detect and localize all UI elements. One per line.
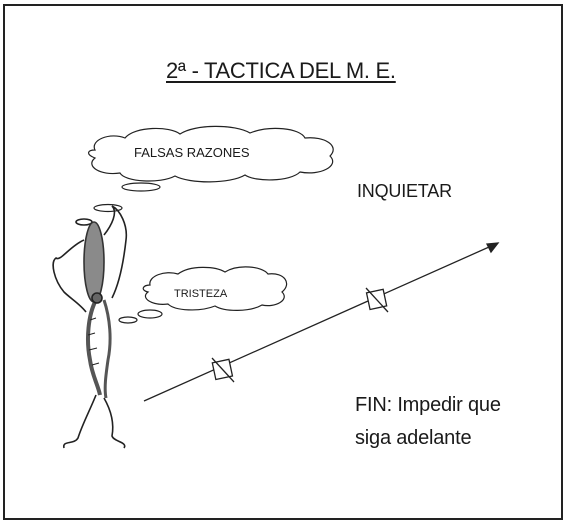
cloud-label-falsas-razones: FALSAS RAZONES <box>134 145 250 160</box>
block-marker-lower <box>211 357 235 383</box>
cloud-label-tristeza: TRISTEZA <box>174 288 228 300</box>
block-marker-upper <box>365 287 389 313</box>
worried-figure-illustration <box>52 205 128 449</box>
progress-arrow <box>143 242 500 402</box>
thought-cloud-tristeza <box>142 266 288 311</box>
thought-cloud-falsas-razones <box>88 125 334 183</box>
fin-line-1: FIN: Impedir que <box>355 394 501 416</box>
thought-bubbles <box>93 182 163 324</box>
fin-line-2: siga adelante <box>355 427 472 449</box>
page-title: 2ª - TACTICA DEL M. E. <box>166 58 396 83</box>
label-inquietar: INQUIETAR <box>357 181 452 201</box>
